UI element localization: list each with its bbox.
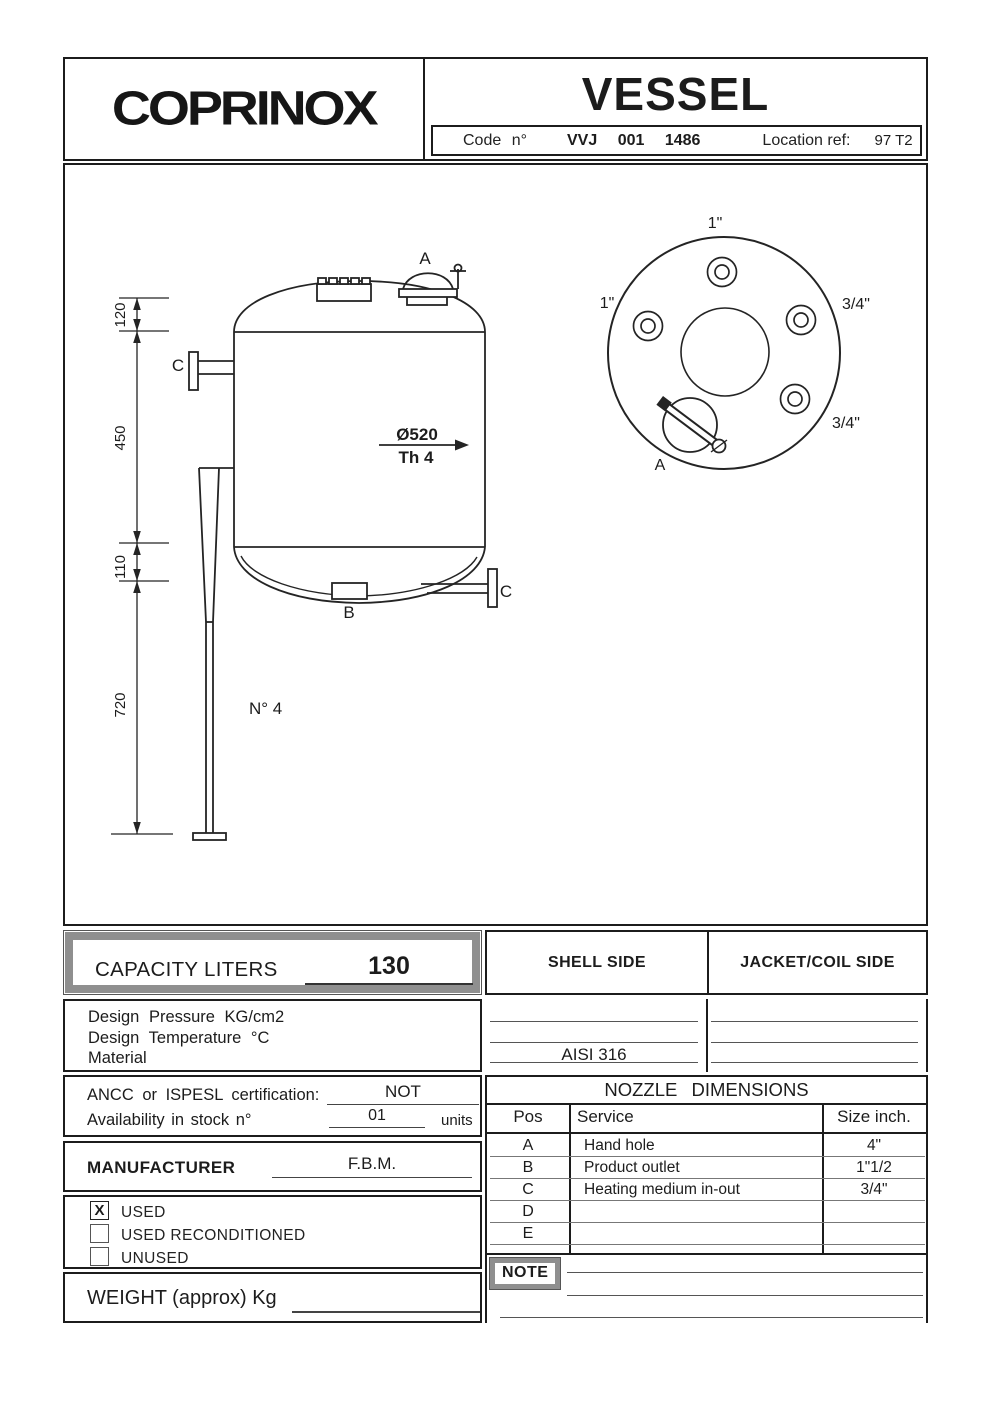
design-values-divider — [706, 999, 708, 1072]
top-view-hand-hole — [656, 395, 728, 454]
capacity-frame: CAPACITY LITERS 130 — [65, 932, 480, 993]
dim-120: 120 — [112, 302, 129, 327]
note-line — [567, 1295, 923, 1296]
checkbox-unused — [90, 1247, 109, 1266]
table-row-size: 3/4" — [860, 1181, 888, 1198]
table-row-pos: D — [522, 1203, 534, 1220]
certification-label: ANCC or ISPESL certification: — [87, 1086, 320, 1104]
shell-material-value: AISI 316 — [561, 1045, 627, 1064]
shell-side-header: SHELL SIDE — [485, 930, 709, 995]
legs-count-label: N° 4 — [249, 699, 282, 718]
weight-label: WEIGHT (approx) Kg — [87, 1287, 277, 1309]
nozzle-right-size: 3/4" — [842, 296, 870, 313]
label-used-reconditioned: USED RECONDITIONED — [121, 1227, 306, 1244]
table-row-service: Product outlet — [584, 1159, 680, 1176]
nozzle-top-size: 1" — [708, 215, 723, 232]
label-b: B — [343, 603, 354, 622]
certification-box: ANCC or ISPESL certification: NOT Availa… — [63, 1075, 482, 1137]
nozzle-col-pos: Pos — [513, 1107, 543, 1126]
dim-110: 110 — [112, 555, 129, 579]
stock-units-label: units — [441, 1112, 473, 1129]
code-label: Code n° — [463, 131, 527, 149]
nozzle-b-outlet — [331, 582, 368, 600]
diameter-arrow — [379, 439, 469, 451]
label-c-right: C — [500, 582, 512, 601]
capacity-value: 130 — [305, 952, 473, 985]
checkbox-used-reconditioned — [90, 1224, 109, 1243]
nozzle-c-right — [421, 568, 498, 608]
vessel-outline — [233, 280, 486, 604]
design-row-pressure: Design Pressure KG/cm2 — [88, 1008, 285, 1026]
manufacturer-label: MANUFACTURER — [87, 1158, 236, 1177]
design-row-temperature: Design Temperature °C — [88, 1028, 270, 1047]
manufacturer-box: MANUFACTURER F.B.M. — [63, 1141, 482, 1192]
page-title: VESSEL — [581, 68, 770, 120]
title-box: VESSEL Code n° VVJ 001 1486 Location ref… — [423, 57, 928, 161]
label-c-left: C — [172, 356, 184, 375]
certification-value: NOT — [327, 1082, 479, 1105]
label-unused: UNUSED — [121, 1250, 189, 1267]
table-row-size: 1"1/2 — [856, 1159, 892, 1176]
label-a-side: A — [419, 249, 431, 268]
note-line — [500, 1317, 923, 1318]
capacity-box: CAPACITY LITERS 130 — [63, 930, 482, 995]
vessel-drawing: 120 450 110 720 — [111, 215, 870, 841]
nozzle-left-size: 1" — [600, 295, 615, 312]
stock-label: Availability in stock n° — [87, 1111, 252, 1129]
note-area: NOTE — [485, 1255, 928, 1323]
note-label-box: NOTE — [490, 1258, 561, 1289]
design-values-grid: AISI 316 — [485, 999, 928, 1072]
top-view: 1" 1" 3/4" 3/4" A — [600, 215, 870, 474]
design-row-material: Material — [88, 1049, 147, 1067]
diameter-label: Ø520 — [396, 425, 438, 444]
nozzle-dimensions-table: NOZZLE DIMENSIONS Pos Service Size inch.… — [485, 1075, 928, 1255]
manufacturer-value: F.B.M. — [272, 1154, 472, 1178]
design-specs-box: Design Pressure KG/cm2 Design Temperatur… — [63, 999, 482, 1072]
condition-box: X USED USED RECONDITIONED UNUSED — [63, 1195, 482, 1269]
top-view-nozzles — [632, 256, 817, 415]
table-row-service: Heating medium in-out — [584, 1181, 740, 1198]
support-leg — [192, 467, 234, 841]
table-row-size: 4" — [866, 1137, 882, 1154]
table-row-pos: E — [522, 1225, 534, 1242]
code-strip: Code n° VVJ 001 1486 Location ref: 97 T2 — [431, 125, 922, 156]
nozzle-bottom-size: 3/4" — [832, 415, 860, 432]
label-a-top: A — [655, 457, 666, 474]
weight-box: WEIGHT (approx) Kg — [63, 1272, 482, 1323]
nozzle-c-left — [188, 351, 234, 391]
nozzle-col-size: Size inch. — [837, 1107, 911, 1126]
location-value: 97 T2 — [874, 132, 913, 149]
drawing-area: 120 450 110 720 — [63, 163, 928, 926]
jacket-coil-side-header: JACKET/COIL SIDE — [707, 930, 928, 995]
table-row-service: Hand hole — [584, 1137, 655, 1154]
location-label: Location ref: — [762, 131, 851, 149]
stock-value: 01 — [329, 1107, 425, 1128]
note-line — [567, 1272, 923, 1273]
capacity-label: CAPACITY LITERS — [95, 958, 278, 981]
table-row-pos: C — [522, 1181, 534, 1198]
top-flange — [316, 277, 372, 302]
thickness-label: Th 4 — [399, 448, 434, 467]
coprinox-logo: COPRINOX — [112, 82, 379, 136]
code-value: VVJ 001 1486 — [567, 131, 701, 149]
table-row-pos: B — [522, 1159, 534, 1176]
dimension-lines — [111, 297, 173, 835]
side-view: 120 450 110 720 — [111, 249, 512, 841]
checkbox-used: X — [90, 1201, 109, 1220]
hand-hole-cover — [398, 263, 466, 306]
table-row-pos: A — [522, 1137, 534, 1154]
logo-box: COPRINOX — [63, 57, 425, 161]
checkbox-used-mark: X — [94, 1202, 105, 1219]
dim-720: 720 — [112, 692, 129, 717]
dim-450: 450 — [112, 425, 129, 450]
weight-value-line — [292, 1311, 480, 1313]
nozzle-col-service: Service — [577, 1107, 634, 1126]
label-used: USED — [121, 1204, 166, 1221]
nozzle-table-title: NOZZLE DIMENSIONS — [604, 1079, 809, 1100]
